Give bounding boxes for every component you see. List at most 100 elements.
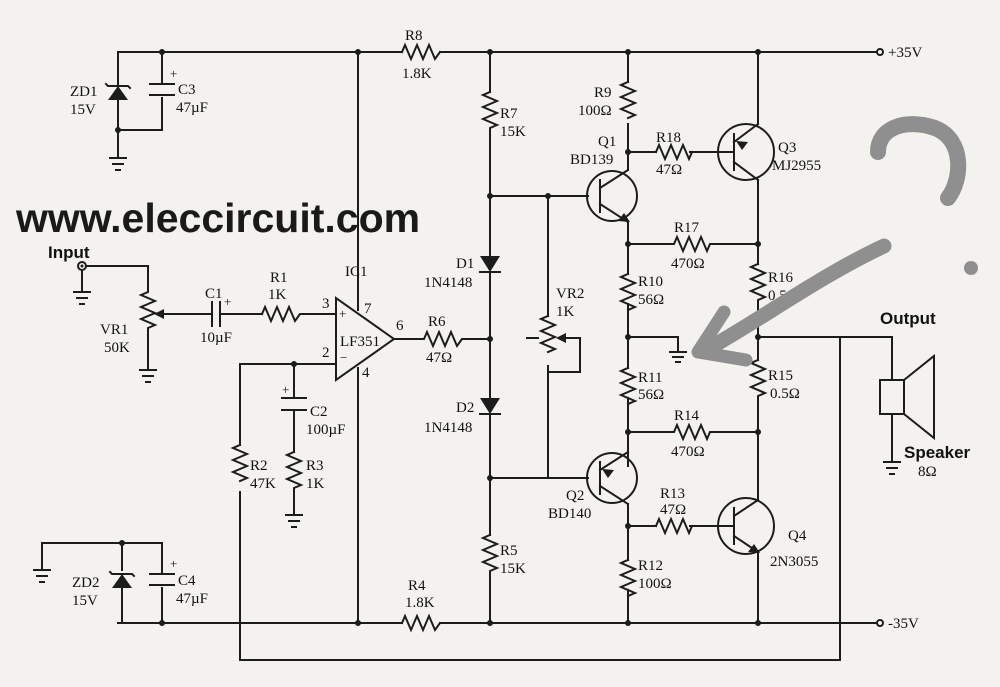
q4-value: 2N3055 (770, 554, 818, 570)
vr1-ref: VR1 (100, 322, 128, 338)
ic1-pin7: 7 (364, 301, 372, 317)
zd2-bar (108, 570, 136, 578)
r2-ref: R2 (250, 458, 268, 474)
c1-ref: C1 (205, 286, 223, 302)
c2-plus: + (282, 382, 289, 397)
q2-column-wires (627, 451, 723, 624)
c4-ref: C4 (178, 573, 196, 589)
r5-ref: R5 (500, 543, 518, 559)
r8-resistor (400, 42, 442, 62)
r15-value: 0.5Ω (770, 386, 800, 402)
q1-value: BD139 (570, 152, 613, 168)
q3-emitter-arrow (736, 141, 748, 150)
ic1-pin6: 6 (396, 318, 404, 334)
r5-resistor (480, 533, 500, 586)
zd2-value: 15V (72, 593, 98, 609)
vr2-wiper-wire (526, 337, 581, 373)
feedback-wire (239, 336, 841, 661)
r7-ref: R7 (500, 106, 518, 122)
r9-ref: R9 (594, 85, 612, 101)
r2-value: 47K (250, 476, 276, 492)
r8-ref: R8 (405, 28, 423, 44)
r9-resistor (618, 80, 638, 120)
neg-terminal (876, 619, 884, 627)
c3-plates (149, 83, 175, 96)
speaker-body (879, 379, 905, 415)
pos-terminal (876, 48, 884, 56)
r4-resistor (400, 613, 442, 633)
ic1-opamp (335, 296, 396, 382)
zd1-bar (104, 82, 132, 90)
q2-value: BD140 (548, 506, 591, 522)
vr2-wiper-arrow (556, 333, 566, 343)
d2-diode (480, 398, 500, 414)
r18-resistor (654, 142, 694, 162)
d1-ref: D1 (456, 256, 474, 272)
r3-resistor (284, 450, 304, 528)
c1-plus: + (224, 294, 231, 309)
c2-value: 100µF (306, 422, 346, 438)
r15-resistor (748, 358, 768, 411)
r11-ref: R11 (638, 370, 662, 386)
zd2-ground (33, 569, 51, 583)
r3-ref: R3 (306, 458, 324, 474)
input-label: Input (48, 243, 90, 262)
q3-value: MJ2955 (772, 158, 821, 174)
neg-rail-label: -35V (888, 616, 919, 632)
r18-value: 47Ω (656, 162, 682, 178)
speaker-impedance: 8Ω (918, 464, 937, 480)
c4-plates (149, 573, 175, 586)
vr1-wiper-arrow (154, 309, 164, 319)
r13-ref: R13 (660, 486, 685, 502)
q4-ref: Q4 (788, 528, 807, 544)
speaker-cone (902, 353, 935, 441)
question-mark-dot (964, 261, 978, 275)
vr2-ref: VR2 (556, 286, 584, 302)
zd2-diode (112, 574, 132, 588)
r17-value: 470Ω (671, 256, 705, 272)
speaker-label: Speaker (904, 443, 971, 462)
zd2-ref: ZD2 (72, 575, 100, 591)
q2-ref: Q2 (566, 488, 584, 504)
ic1-pin4: 4 (362, 365, 370, 381)
r4-ref: R4 (408, 578, 426, 594)
ic1-part: LF351 (340, 334, 380, 350)
r10-resistor (618, 272, 638, 312)
r12-ref: R12 (638, 558, 663, 574)
r6-resistor (393, 329, 491, 349)
speaker-ground (883, 413, 901, 475)
r12-value: 100Ω (638, 576, 672, 592)
r11-value: 56Ω (638, 387, 664, 403)
c2-capacitor (281, 397, 307, 453)
r15-ref: R15 (768, 368, 793, 384)
ic1-minus-sign: − (340, 350, 347, 365)
q4-emitter-arrow (748, 544, 760, 553)
output-node-wire (757, 336, 893, 381)
d1-value: 1N4148 (424, 275, 472, 291)
vr1-ground (139, 369, 157, 383)
r12-resistor (618, 558, 638, 598)
c3-value: 47µF (176, 100, 208, 116)
q4-transistor (717, 497, 775, 555)
zd1-c3-wires (117, 51, 163, 159)
q2-emitter-arrow (602, 469, 614, 478)
r7-value: 15K (500, 124, 526, 140)
ic1-pin2: 2 (322, 345, 330, 361)
r6-value: 47Ω (426, 350, 452, 366)
zd1-value: 15V (70, 102, 96, 118)
vr2-value: 1K (556, 304, 575, 320)
r13-resistor (654, 516, 694, 536)
c3-plus: + (170, 66, 177, 81)
r9-value: 100Ω (578, 103, 612, 119)
c2-ref: C2 (310, 404, 328, 420)
pos-rail-label: +35V (888, 45, 922, 61)
r4-value: 1.8K (405, 595, 435, 611)
q3-ref: Q3 (778, 140, 796, 156)
d2-value: 1N4148 (424, 420, 472, 436)
input-jack-pin (80, 264, 84, 268)
r6-ref: R6 (428, 314, 446, 330)
r10-ref: R10 (638, 274, 663, 290)
r7-resistor (480, 90, 500, 143)
